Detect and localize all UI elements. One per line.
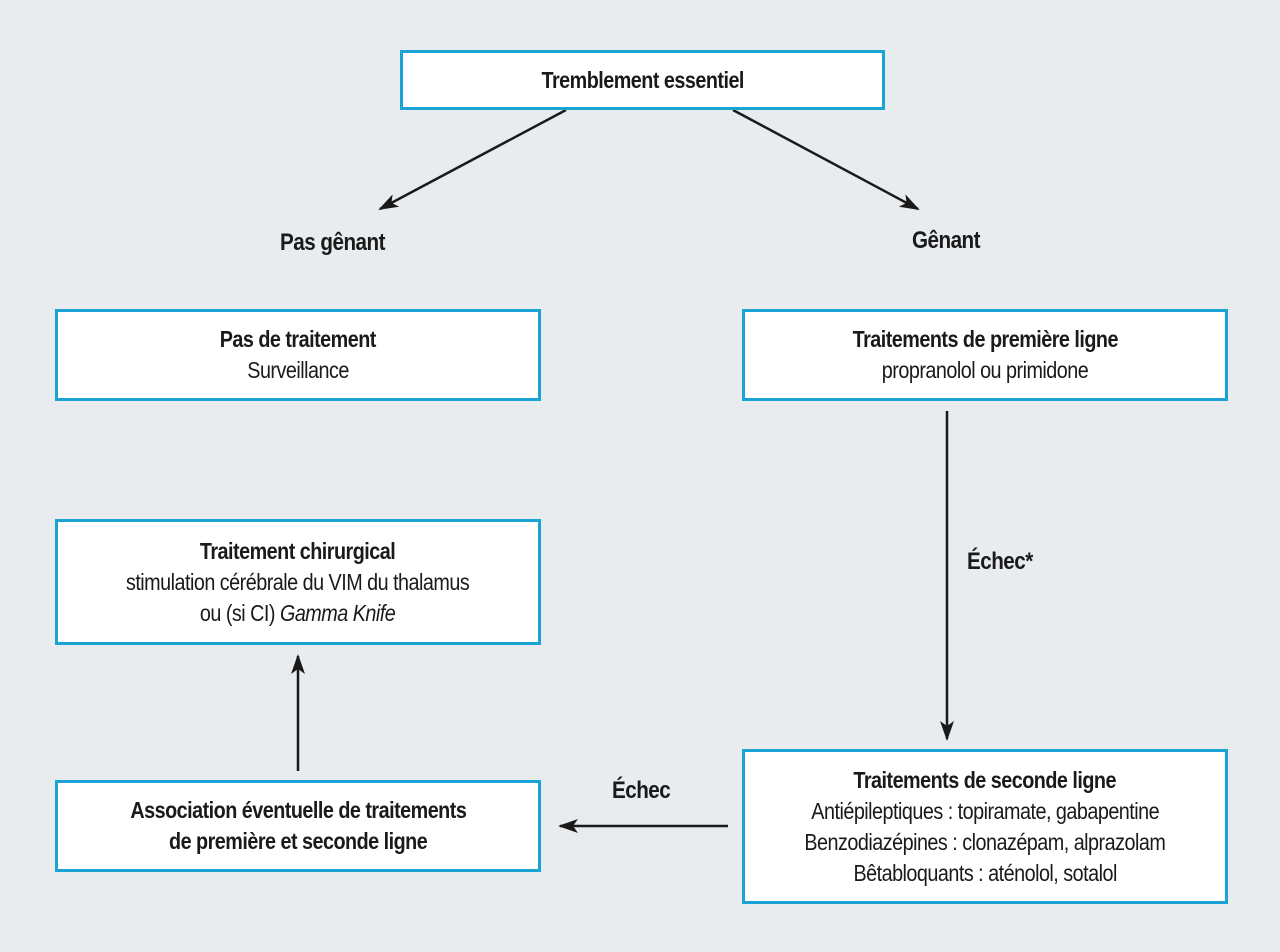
label-echec: Échec xyxy=(612,777,671,804)
node-title: Traitements de seconde ligne xyxy=(853,766,1117,793)
node-detail-betabloquants: Bêtabloquants : aténolol, sotalol xyxy=(853,859,1117,886)
node-traitement-chirurgical: Traitement chirurgical stimulation céréb… xyxy=(55,519,541,645)
node-detail-benzodiazepines: Benzodiazépines : clonazépam, alprazolam xyxy=(804,828,1166,855)
node-tremblement-essentiel: Tremblement essentiel xyxy=(400,50,885,110)
node-detail: stimulation cérébrale du VIM du thalamus xyxy=(126,568,470,595)
node-traitements-premiere-ligne: Traitements de première ligne propranolo… xyxy=(742,309,1228,401)
node-title-line2: de première et seconde ligne xyxy=(168,828,428,854)
node-detail: propranolol ou primidone xyxy=(881,357,1089,383)
gamma-knife-text: Gamma Knife xyxy=(280,599,396,626)
node-title: Pas de traitement xyxy=(219,326,377,352)
alternative-prefix: ou (si CI) xyxy=(200,599,281,626)
node-title: Traitements de première ligne xyxy=(852,326,1118,352)
node-detail: Surveillance xyxy=(247,357,349,383)
node-detail-alternative: ou (si CI) Gamma Knife xyxy=(200,598,396,629)
node-detail-antiepileptiques: Antiépileptiques : topiramate, gabapenti… xyxy=(811,797,1159,824)
node-title: Tremblement essentiel xyxy=(541,66,744,93)
node-association-traitements: Association éventuelle de traitements de… xyxy=(55,780,541,872)
label-echec-star: Échec* xyxy=(967,548,1033,575)
node-pas-de-traitement: Pas de traitement Surveillance xyxy=(55,309,541,401)
arrow-root-to-pas-genant xyxy=(378,108,567,211)
label-genant: Gênant xyxy=(912,227,981,254)
node-traitements-seconde-ligne: Traitements de seconde ligne Antiépilept… xyxy=(742,749,1228,904)
node-title: Traitement chirurgical xyxy=(200,537,396,564)
node-title-line1: Association éventuelle de traitements xyxy=(130,797,466,823)
arrow-root-to-genant xyxy=(732,108,920,211)
label-pas-genant: Pas gênant xyxy=(280,229,385,256)
